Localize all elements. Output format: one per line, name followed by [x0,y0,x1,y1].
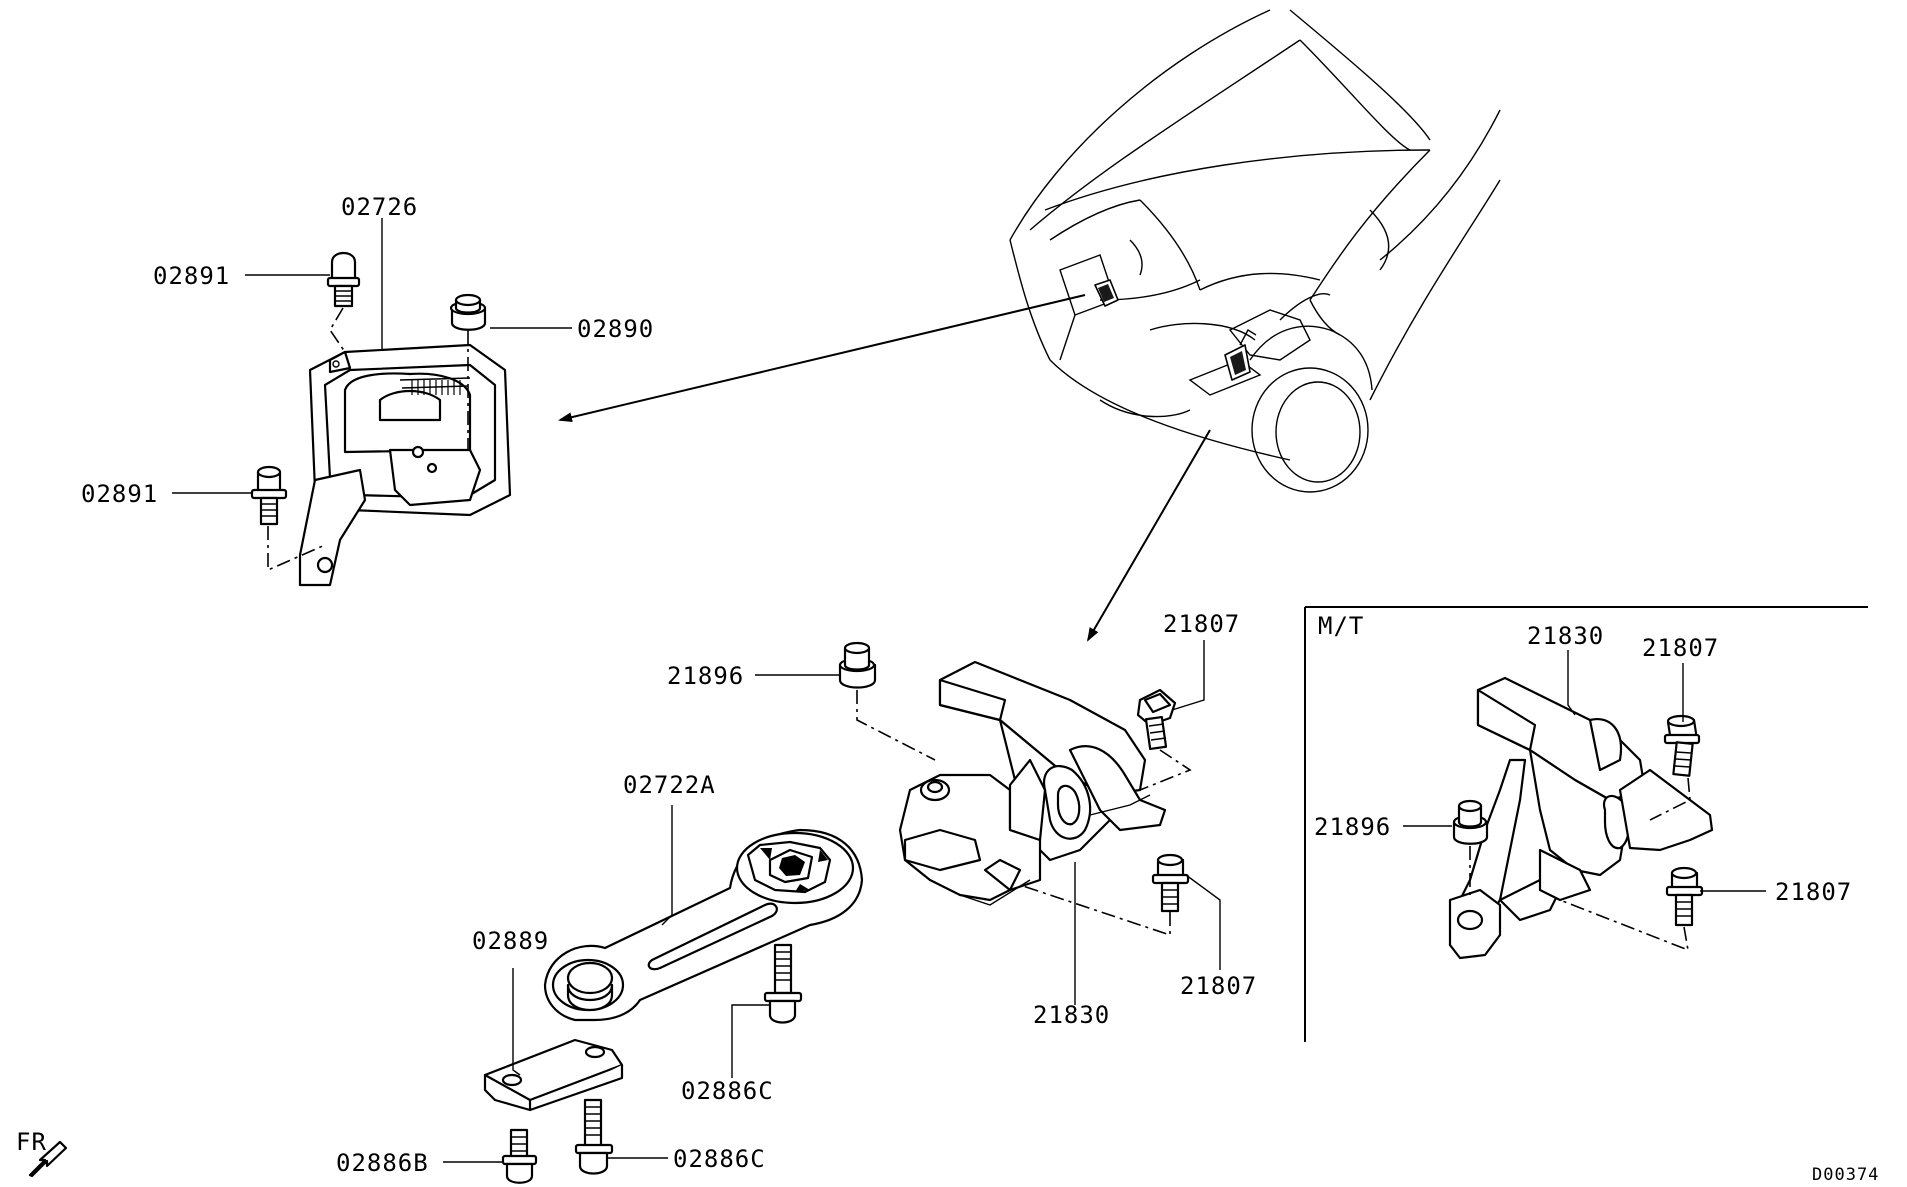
label-02891-lower: 02891 [81,480,158,508]
engine-mount-21830 [898,660,1167,906]
mt-inset-frame [1304,606,1868,1042]
nut-21896 [838,641,936,761]
label-mt-21830: 21830 [1527,622,1604,650]
bolt-02891-upper [326,251,361,353]
front-direction-arrow-icon [28,1140,68,1178]
bolt-02886C-lower [574,1098,614,1175]
label-21807-upper: 21807 [1163,610,1240,638]
bolt-21807-upper [1136,688,1192,791]
pointer-arrow-lower [1086,429,1211,642]
label-02886C-lower: 02886C [673,1145,766,1173]
label-mt-21807-lower: 21807 [1775,878,1852,906]
mt-engine-mount-21830 [1448,676,1714,960]
label-02886B: 02886B [336,1149,429,1177]
bracket-02889 [483,1038,624,1112]
label-02889: 02889 [472,927,549,955]
drawing-code: D00374 [1812,1165,1879,1185]
label-02891-upper: 02891 [153,262,230,290]
label-02886C-upper: 02886C [681,1077,774,1105]
label-21896: 21896 [667,662,744,690]
mt-nut-21896 [1452,799,1489,895]
nut-02890 [449,293,487,450]
pointer-arrow-upper [558,294,1086,423]
bolt-02886B [501,1128,538,1184]
bolt-21807-lower [1019,853,1190,937]
vehicle-outline [1009,9,1501,493]
engine-mount-02726 [298,343,512,587]
label-02722A: 02722A [623,771,716,799]
direction-label: FR [16,1128,47,1156]
label-21830: 21830 [1033,1001,1110,1029]
bolt-02886C-upper [763,943,803,1024]
label-mt-21807-upper: 21807 [1642,634,1719,662]
label-02890: 02890 [577,315,654,343]
bolt-02891-lower [250,465,326,572]
torque-rod-02722A [543,828,864,1022]
mt-bolt-21807-upper [1649,714,1701,821]
mt-bolt-21807-lower [1559,866,1704,952]
label-02726: 02726 [341,193,418,221]
leader-lines [172,218,1766,1163]
label-mt-21896: 21896 [1314,813,1391,841]
label-21807-lower: 21807 [1180,972,1257,1000]
inset-title: M/T [1318,612,1364,640]
